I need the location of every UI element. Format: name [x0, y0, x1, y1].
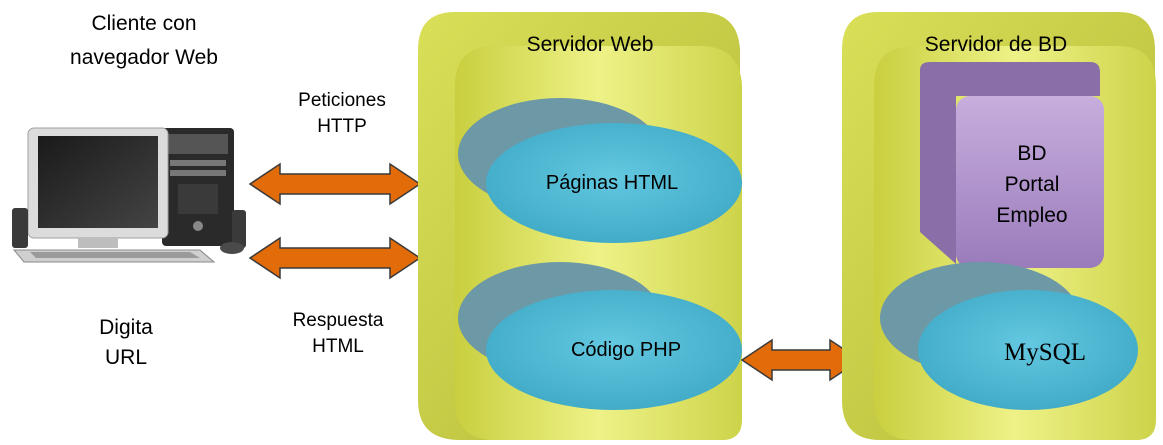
db-label-line1: BD	[1017, 142, 1046, 165]
response-label-line2: HTML	[312, 336, 364, 357]
response-arrow	[248, 236, 422, 280]
mysql-node	[918, 290, 1138, 410]
response-label-line1: Respuesta	[293, 310, 384, 331]
client-section: Cliente con navegador Web Digita URL	[12, 12, 246, 369]
database-cube-front	[956, 96, 1104, 268]
mysql-label: MySQL	[1004, 339, 1086, 366]
db-label-line3: Empleo	[996, 204, 1067, 227]
client-bottom-line2: URL	[105, 346, 147, 369]
desktop-computer-icon	[12, 127, 246, 263]
request-label-line1: Peticiones	[298, 90, 386, 111]
php-code-label: Código PHP	[571, 339, 681, 361]
request-arrow	[248, 162, 422, 206]
web-server-title: Servidor Web	[527, 33, 654, 56]
client-title-line2: navegador Web	[70, 46, 218, 69]
client-bottom-line1: Digita	[99, 316, 153, 339]
web-server-box: Servidor Web Páginas HTML Código PHP	[418, 12, 742, 440]
db-server-title: Servidor de BD	[925, 33, 1067, 56]
request-label-line2: HTTP	[317, 116, 367, 137]
db-server-box: Servidor de BD BD Portal Empleo MySQL	[842, 12, 1156, 440]
php-code-node	[486, 290, 742, 410]
db-label-line2: Portal	[1005, 173, 1060, 196]
client-title-line1: Cliente con	[91, 12, 196, 35]
html-pages-label: Páginas HTML	[546, 172, 678, 194]
html-pages-node	[486, 123, 742, 243]
